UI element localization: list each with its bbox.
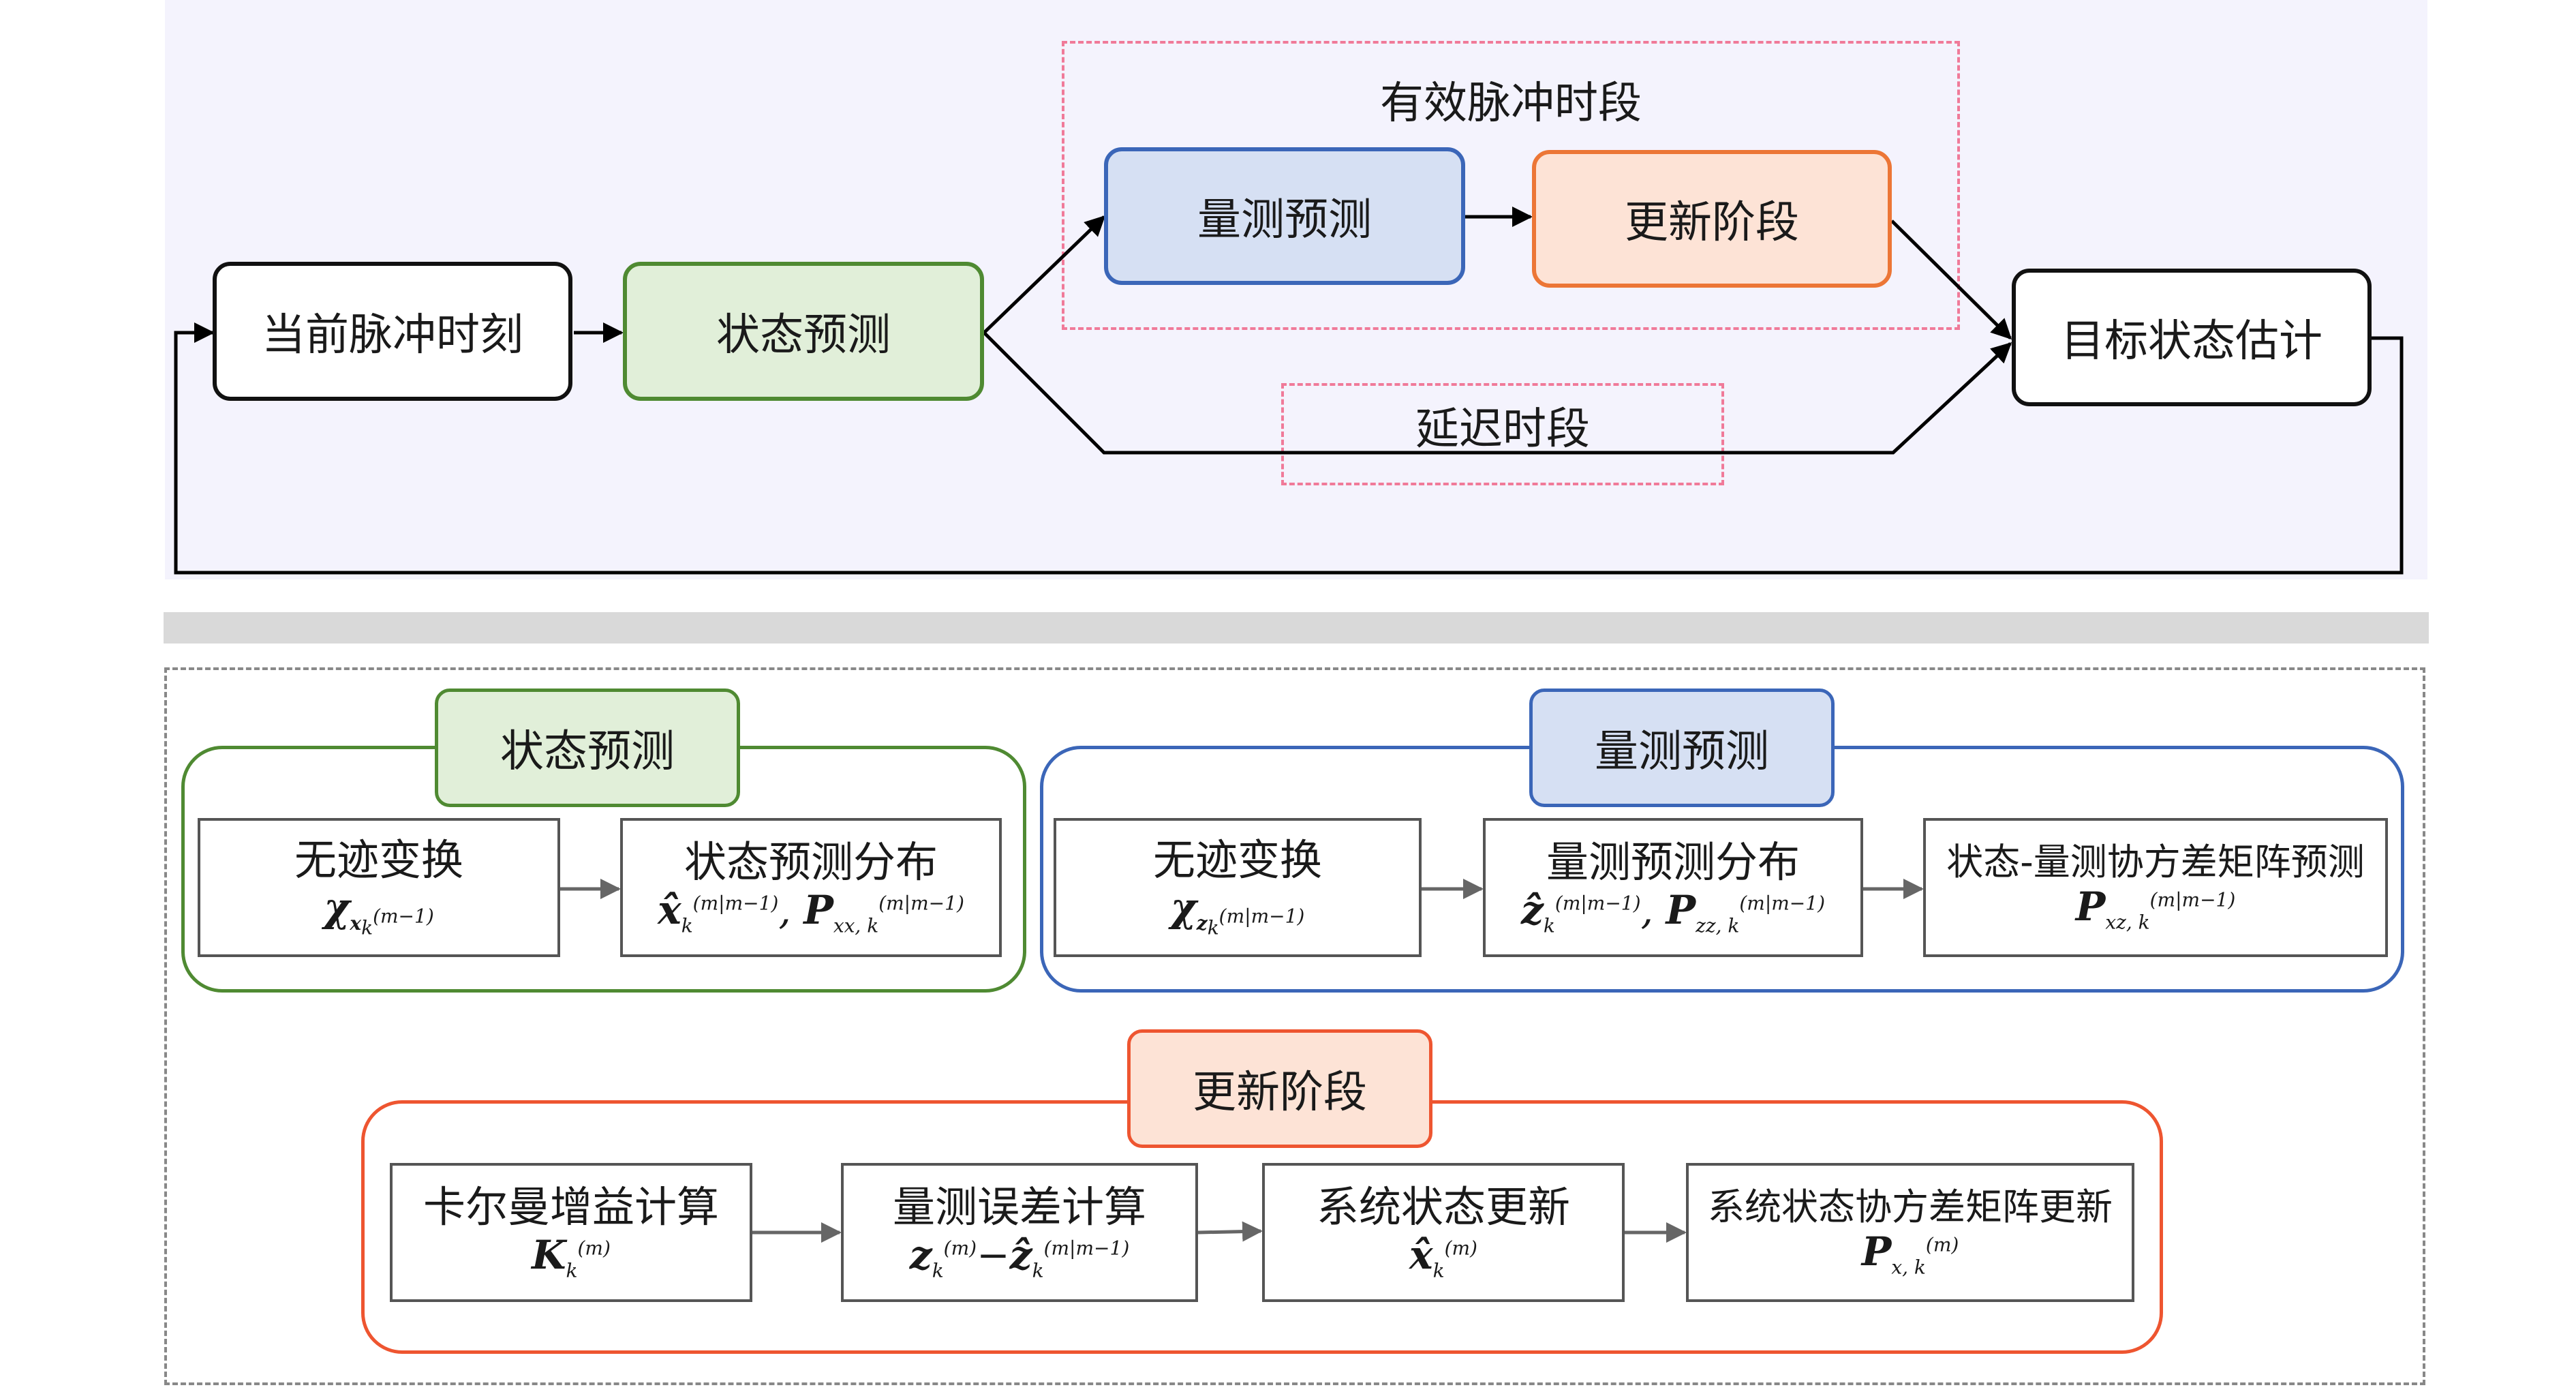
valid-pulse-window-label: 有效脉冲时段 [1380,78,1642,129]
node-target-state-estimate: 目标状态估计 [2012,269,2372,406]
delay-window [1281,383,1724,485]
arrow-update-to-target [1890,220,2012,340]
node-measurement-prediction: 量测预测 [1104,147,1465,285]
step-title: 系统状态协方差矩阵更新 [1708,1185,2113,1228]
step-state-covariance-update: 系统状态协方差矩阵更新 Px, k(m) [1686,1163,2134,1302]
formula-px: Px, k(m) [1861,1228,1959,1279]
step-title: 状态-量测协方差矩阵预测 [1946,840,2365,883]
step-state-prediction-distribution: 状态预测分布 x̂k(m|m−1), Pxx, k(m|m−1) [620,818,1002,957]
node-update-stage: 更新阶段 [1532,150,1892,288]
arrow-delay-path [983,331,2012,455]
delay-window-label: 延迟时段 [1415,404,1590,455]
section-divider [164,612,2429,644]
step-title: 系统状态更新 [1316,1182,1570,1232]
formula-x-hat-pxx: x̂k(m|m−1), Pxx, k(m|m−1) [658,886,964,937]
tag-measurement-prediction: 量测预测 [1529,689,1835,807]
step-kalman-gain: 卡尔曼增益计算 Kk(m) [390,1163,752,1302]
formula-z-minus-z-hat: zk(m)−ẑk(m|m−1) [909,1231,1130,1282]
formula-x-hat-m: x̂k(m) [1409,1231,1477,1282]
formula-k: Kk(m) [532,1231,611,1282]
tag-update-stage: 更新阶段 [1127,1029,1432,1148]
arrow-state-to-meas [983,215,1106,334]
step-state-unscented-transform: 无迹变换 χxk(m−1) [198,818,560,957]
arrow-err-to-state [1197,1221,1263,1242]
step-title: 无迹变换 [1152,834,1322,885]
step-title: 量测预测分布 [1546,837,1800,888]
feedback-loop-arrow [174,322,2404,575]
step-system-state-update: 系统状态更新 x̂k(m) [1262,1163,1625,1302]
node-state-prediction: 状态预测 [623,262,984,401]
step-title: 卡尔曼增益计算 [423,1182,719,1232]
step-meas-prediction-distribution: 量测预测分布 ẑk(m|m−1), Pzz, k(m|m−1) [1483,818,1863,957]
detail-section-frame [164,667,2425,1385]
formula-chi-x: χxk(m−1) [324,884,434,939]
step-title: 状态预测分布 [684,837,938,888]
valid-pulse-window [1062,41,1960,330]
step-title: 量测误差计算 [892,1182,1146,1232]
step-measurement-error: 量测误差计算 zk(m)−ẑk(m|m−1) [841,1163,1198,1302]
step-state-meas-covariance: 状态-量测协方差矩阵预测 Pxz, k(m|m−1) [1923,818,2388,957]
formula-z-hat-pzz: ẑk(m|m−1), Pzz, k(m|m−1) [1520,886,1826,937]
tag-state-prediction: 状态预测 [435,689,740,807]
step-meas-unscented-transform: 无迹变换 χzk(m|m−1) [1054,818,1422,957]
step-title: 无迹变换 [294,834,463,885]
node-current-pulse: 当前脉冲时刻 [213,262,572,401]
formula-pxz: Pxz, k(m|m−1) [2075,883,2236,934]
formula-chi-z: χzk(m|m−1) [1170,884,1305,939]
